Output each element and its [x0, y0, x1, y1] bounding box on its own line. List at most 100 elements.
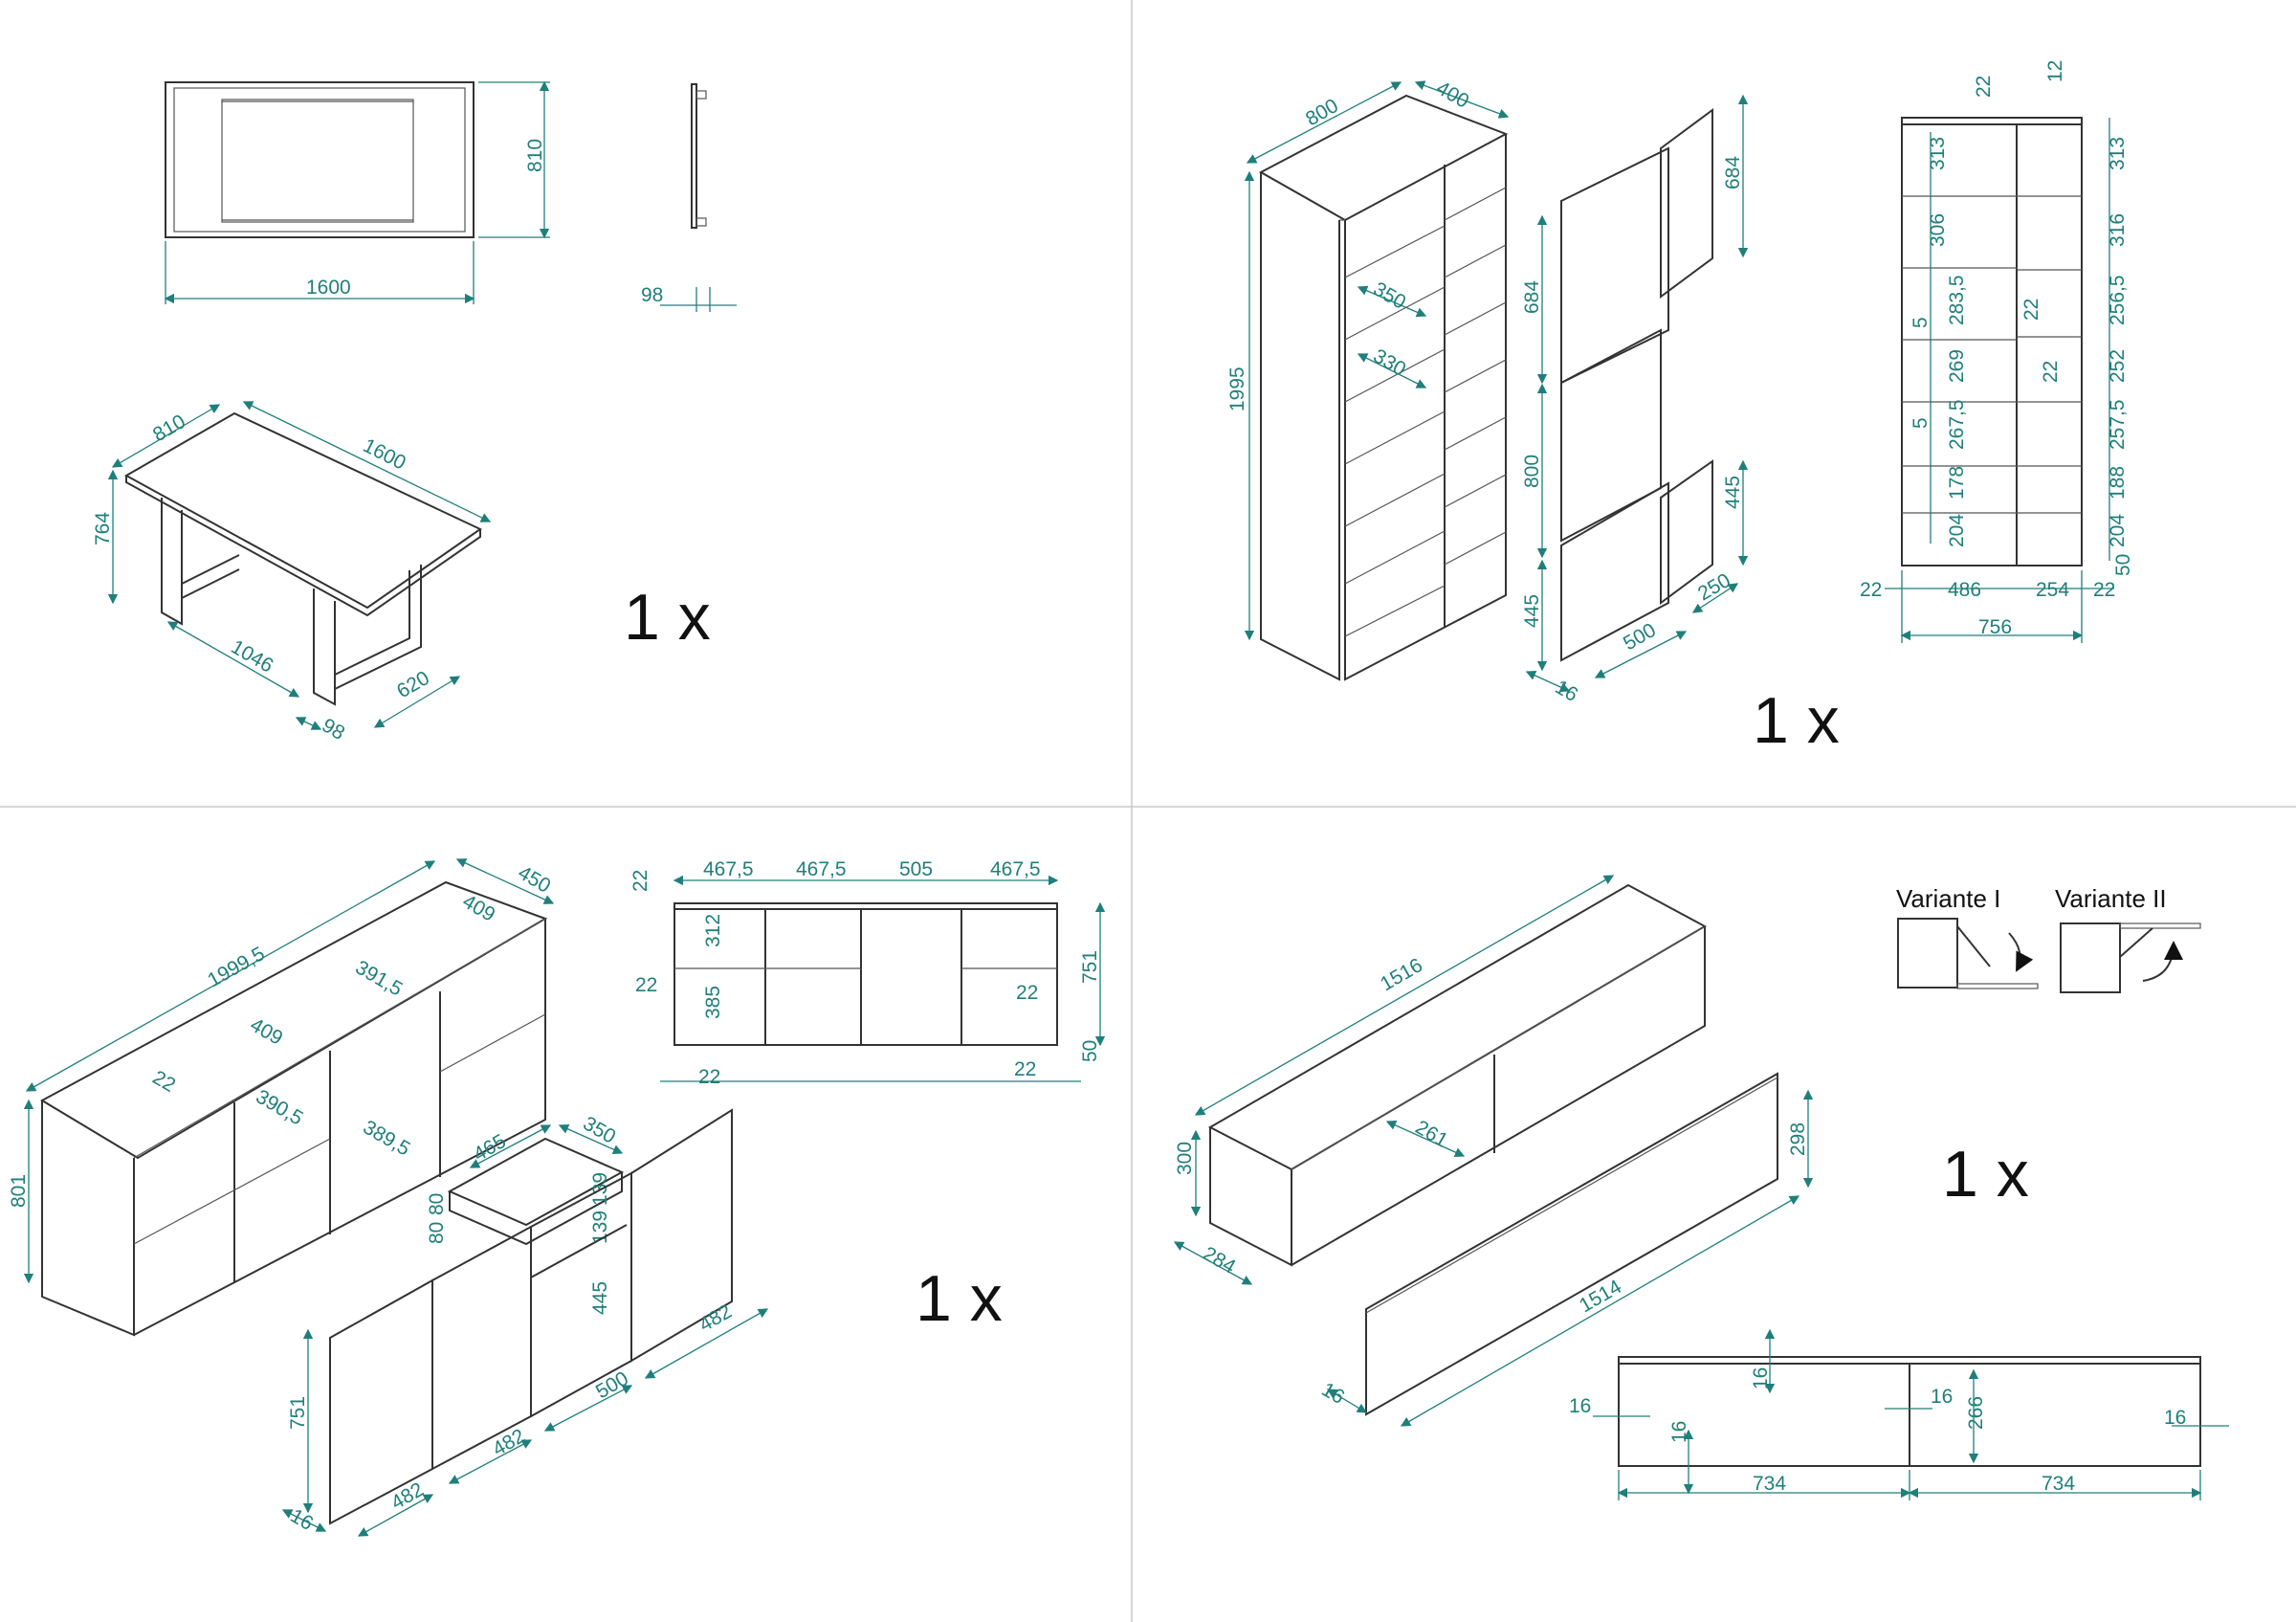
dim-row-right-2: 256,5: [2107, 275, 2129, 325]
dim-shelf-depth: 284: [1200, 1242, 1240, 1278]
dim-mid-a: 22: [2020, 299, 2042, 321]
dim-shelf-length: 1516: [1377, 954, 1426, 995]
dim-sideboard-inner-e: 389,5: [360, 1116, 414, 1160]
wallshelf-section-view: [1593, 1328, 2229, 1500]
dim-front-col-1: 467,5: [796, 858, 847, 880]
dim-front-top-thk-a: 22: [1973, 76, 1995, 98]
dim-desk-iso-length: 1600: [360, 434, 409, 475]
dim-door-bot: 445: [1722, 476, 1744, 509]
dim-row-left-6: 204: [1946, 514, 1968, 547]
dim-row-left-1: 306: [1927, 213, 1949, 247]
quantity-desk: 1 x: [624, 581, 711, 654]
desk-top-view: [164, 80, 550, 304]
desk-drawings: 1600 810 98 810 1600: [92, 80, 737, 744]
quantity-wallshelf: 1 x: [1942, 1138, 2029, 1211]
dim-door-width: 500: [1620, 619, 1660, 655]
dim-bottom-0: 22: [1860, 579, 1882, 601]
dim-front-left: 22: [635, 974, 657, 996]
desk-iso-view: [107, 401, 492, 730]
dim-desk-width: 1600: [306, 277, 351, 299]
sideboard-drawings: 1999,5 450 409 391,5 409 390,5 389,5 22 …: [8, 858, 1106, 1537]
dim-sideboard-inner-b: 391,5: [352, 956, 407, 1000]
dim-sideboard-depth: 450: [515, 861, 555, 897]
dim-section-left: 16: [1569, 1395, 1591, 1417]
dim-section-width-b: 734: [2042, 1473, 2075, 1495]
dim-row-left-2: 283,5: [1946, 275, 1968, 325]
wallshelf-flap: [1326, 1072, 1814, 1427]
dim-front-bottom-right: 22: [1014, 1058, 1036, 1080]
dim-bottom-2: 254: [2036, 579, 2069, 601]
dim-row-right-0: 313: [2107, 137, 2129, 170]
dim-desk-iso-depth: 810: [149, 411, 189, 446]
dim-cabinet-shelf-b: 330: [1370, 344, 1410, 380]
sideboard-front-view: [660, 875, 1106, 1082]
dim-base: 50: [2112, 554, 2134, 576]
dim-row-right-5: 188: [2107, 466, 2129, 500]
dim-row-right-1: 316: [2107, 213, 2129, 247]
dim-door-thickness-sb: 16: [287, 1504, 318, 1535]
wallshelf-drawings: 1516 300 284 261 1514 298 16 Variante I …: [1173, 875, 2229, 1500]
dim-total-width: 756: [1978, 616, 2012, 638]
dim-flap-thickness: 16: [1318, 1378, 1349, 1409]
dim-section-top: 16: [1750, 1367, 1772, 1389]
cabinet-front-view: [1885, 117, 2114, 643]
dim-front-right: 22: [1016, 982, 1038, 1004]
dim-sideboard-inner-d: 390,5: [253, 1085, 307, 1129]
dim-shelf-inner: 261: [1412, 1116, 1452, 1151]
dim-door-w-c: 500: [592, 1367, 632, 1403]
dim-row-right-4: 257,5: [2107, 399, 2129, 450]
dim-section-right: 16: [2164, 1407, 2186, 1429]
cabinet-iso-view: [1244, 80, 1510, 681]
wallshelf-variants: [1897, 918, 2201, 993]
dim-desk-iso-foot: 98: [319, 714, 349, 744]
dim-row-left-3: 269: [1946, 349, 1968, 383]
quantity-cabinet: 1 x: [1753, 684, 1840, 757]
dim-front-bottom-left: 22: [698, 1066, 720, 1088]
dim-front-top: 22: [629, 870, 651, 892]
sideboard-iso-view: [23, 858, 555, 1337]
dim-row-right-3: 252: [2107, 349, 2129, 383]
dim-cabinet-width: 800: [1302, 95, 1342, 130]
desk-side-view: [660, 83, 737, 312]
dim-desk-iso-inner: 1046: [228, 635, 277, 677]
dim-drawer-width: 465: [470, 1130, 510, 1166]
sideboard-drawer: [447, 1123, 625, 1246]
dim-shelf-height: 300: [1174, 1142, 1196, 1175]
wallshelf-iso-view: [1173, 875, 1708, 1285]
dim-front-row-b: 385: [702, 986, 724, 1019]
dim-front-top-thk-b: 12: [2044, 60, 2066, 82]
dim-front-h: 445: [589, 1281, 611, 1315]
dim-door-w-a: 482: [387, 1478, 428, 1514]
dim-door-height: 751: [287, 1396, 309, 1430]
dim-door-bot-left: 445: [1521, 594, 1543, 628]
dim-front-base: 50: [1079, 1040, 1101, 1062]
dim-door-top: 684: [1722, 156, 1744, 189]
dim-row-left-0: 313: [1927, 137, 1949, 170]
dim-door-thickness: 16: [1552, 676, 1582, 706]
dim-front-col-0: 467,5: [703, 858, 754, 880]
dim-sideboard-wall: 22: [149, 1066, 180, 1097]
dim-desk-side-depth: 98: [641, 284, 663, 306]
dim-section-inner: 16: [1668, 1421, 1690, 1443]
variant-one-label: Variante I: [1896, 884, 2000, 913]
sideboard-doors: [281, 1108, 769, 1537]
dim-door-w-b: 482: [489, 1425, 529, 1460]
cabinet-drawings: 800 400 1995 350 330 684 800 445 684 445…: [1226, 60, 2134, 757]
dim-section-width-a: 734: [1753, 1473, 1786, 1495]
dim-door-mid: 800: [1521, 455, 1543, 488]
dim-section-height: 266: [1965, 1396, 1987, 1430]
dim-gap-b: 5: [1910, 417, 1932, 429]
dim-door-top-left: 684: [1521, 280, 1543, 314]
dim-front-row-a: 312: [702, 914, 724, 947]
dim-mid-b: 22: [2040, 361, 2062, 383]
dim-desk-height: 810: [524, 139, 546, 172]
dim-cabinet-height: 1995: [1226, 367, 1248, 411]
dim-row-right-6: 204: [2107, 514, 2129, 547]
dim-sideboard-height: 801: [8, 1174, 30, 1208]
dim-bottom-3: 22: [2093, 579, 2115, 601]
cabinet-doors: [1525, 94, 1749, 692]
dim-front-col-3: 467,5: [990, 858, 1041, 880]
dim-desk-iso-frame: 620: [393, 667, 433, 702]
dim-desk-iso-height: 764: [92, 512, 114, 545]
